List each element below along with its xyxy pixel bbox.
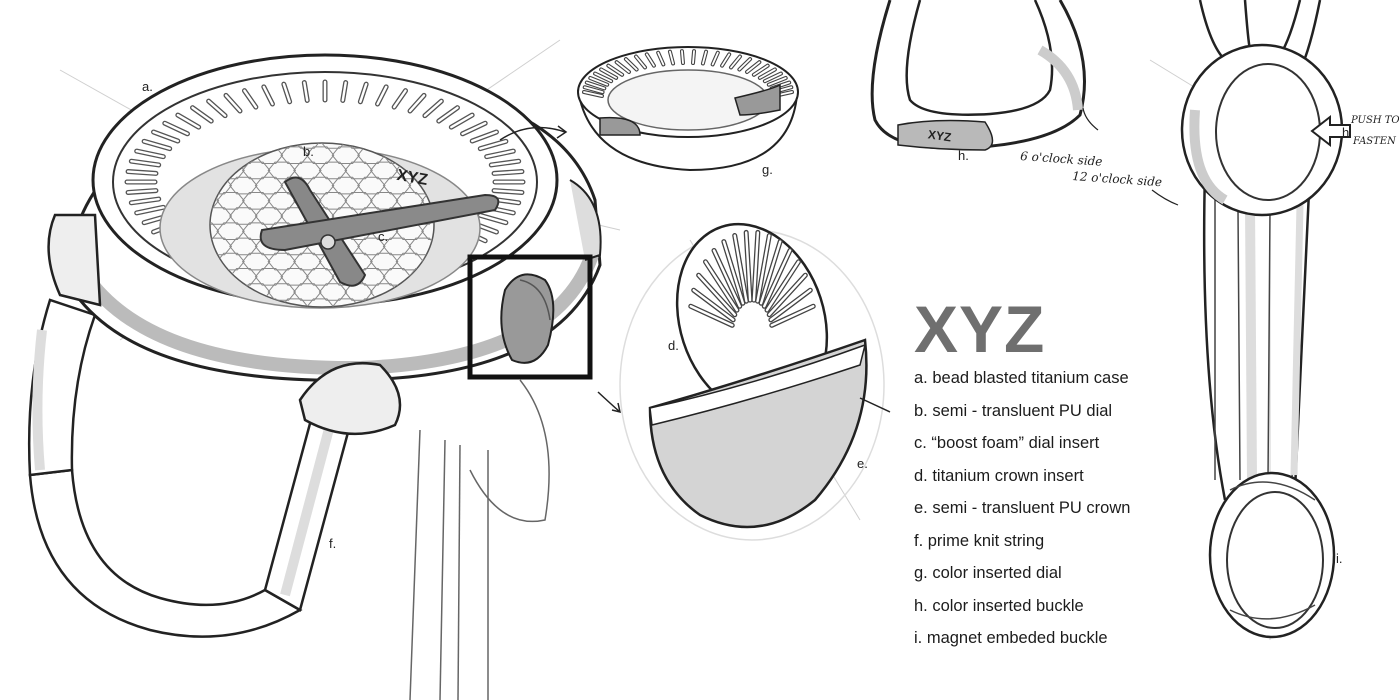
- callout-g: g.: [762, 162, 773, 177]
- callout-b: b.: [303, 144, 314, 159]
- legend-item-e: e. semi - transluent PU crown: [914, 499, 1131, 517]
- fasten-note: FASTEN: [1352, 136, 1397, 147]
- legend-item-a: a. bead blasted titanium case: [914, 369, 1129, 387]
- crown-exploded: d. e.: [597, 222, 891, 541]
- strap-magnet-buckle: i. h PUSH TO FASTEN: [1180, 0, 1400, 639]
- callout-a: a.: [142, 79, 153, 94]
- callout-h-side: h: [1342, 125, 1349, 140]
- lug-bottom: [298, 361, 402, 436]
- crown-highlight-box: [467, 254, 593, 380]
- main-watch: XYZ a. b. c. f.: [27, 53, 602, 700]
- buckle-plate: [897, 119, 994, 151]
- callout-c: c.: [378, 229, 388, 244]
- main-crown: [500, 273, 555, 364]
- legend-item-g: g. color inserted dial: [914, 564, 1062, 582]
- dial-logo: XYZ: [395, 167, 429, 189]
- watch-hand-minute: [259, 193, 500, 252]
- lug-left: [47, 213, 102, 307]
- twelve-oclock-note: 12 o'clock side: [1072, 169, 1163, 189]
- buckle-logo: XYZ: [927, 127, 952, 144]
- legend-item-f: f. prime knit string: [914, 531, 1045, 550]
- legend-item-c: c. “boost foam” dial insert: [914, 434, 1100, 452]
- callout-i: i.: [1336, 551, 1343, 566]
- six-oclock-note: 6 o'clock side: [1020, 149, 1103, 169]
- crown-shell-e: [648, 338, 868, 529]
- callout-e: e.: [857, 456, 868, 471]
- dial-ring-g: g.: [577, 46, 799, 177]
- callout-f: f.: [329, 536, 336, 551]
- parts-legend: a. bead blasted titanium case b. semi - …: [914, 368, 1130, 661]
- legend-item-i: i. magnet embeded buckle: [914, 629, 1108, 647]
- buckle-h: XYZ h. 6 o'clock side 12 o'clock side: [870, 0, 1179, 206]
- legend-item-h: h. color inserted buckle: [914, 596, 1084, 615]
- callout-h: h.: [958, 148, 969, 163]
- push-to-note: PUSH TO: [1350, 115, 1400, 126]
- strap-f: [27, 298, 352, 638]
- brand-logo: XYZ: [914, 292, 1046, 366]
- legend-item-b: b. semi - transluent PU dial: [914, 401, 1113, 420]
- callout-d: d.: [668, 338, 679, 353]
- legend-item-d: d. titanium crown insert: [914, 466, 1084, 485]
